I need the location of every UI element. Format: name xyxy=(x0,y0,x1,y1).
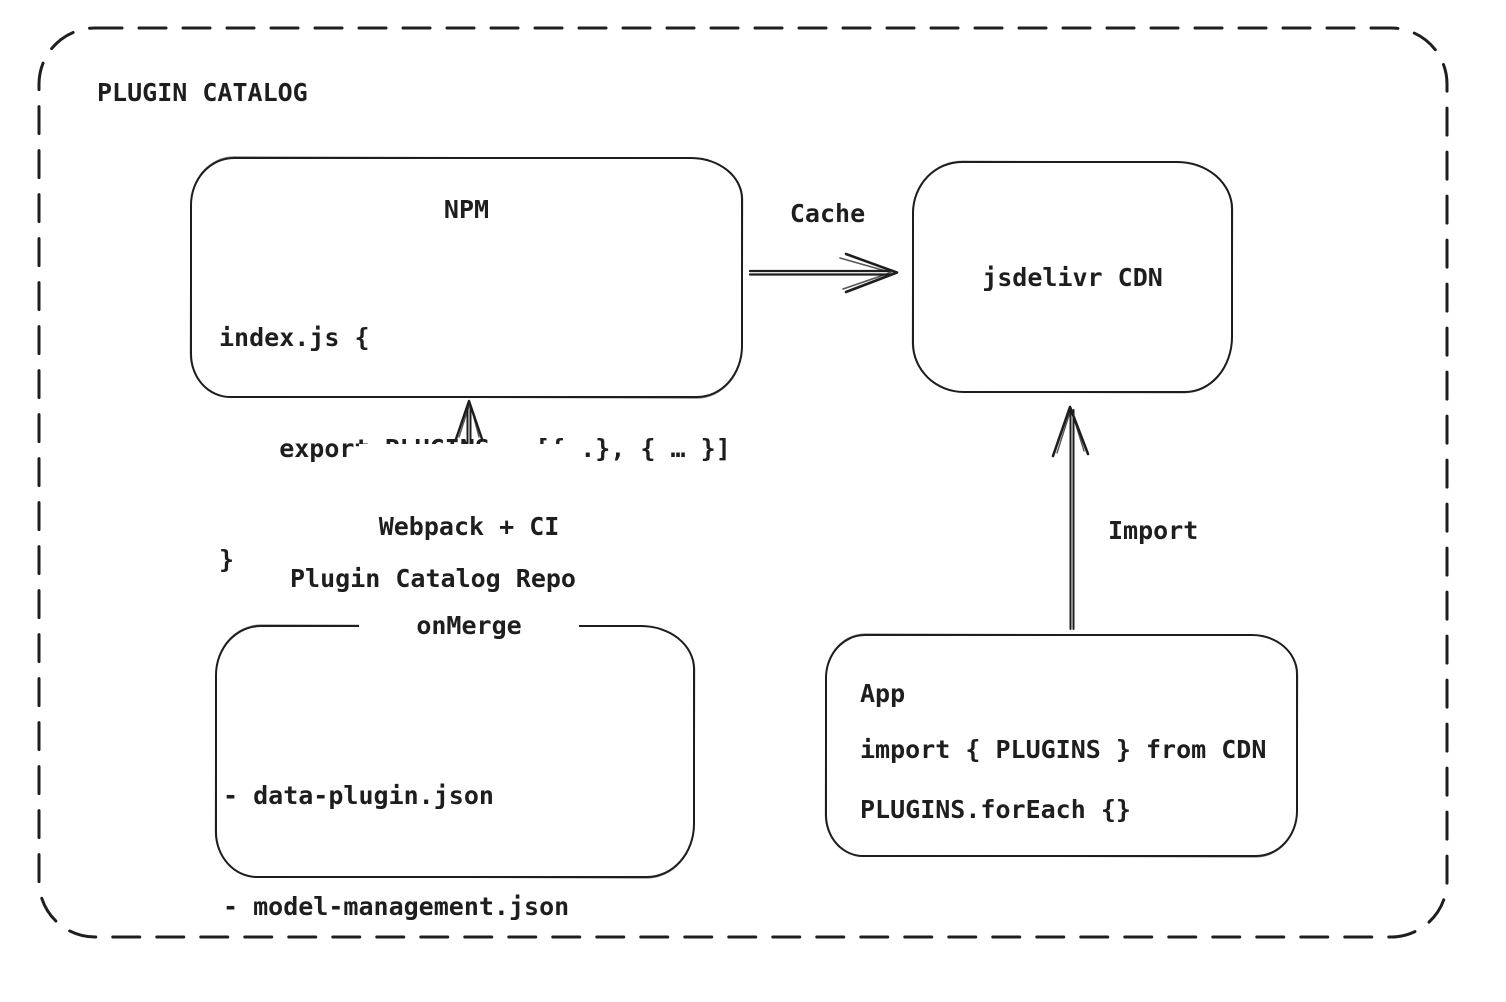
webpack-arrow-label: Webpack + CI onMerge xyxy=(359,444,579,708)
app-code-line: import { PLUGINS } from CDN xyxy=(860,735,1267,764)
repo-file-item: - data-plugin.json xyxy=(223,781,494,810)
npm-code-line: } xyxy=(219,545,235,574)
npm-node-title: NPM xyxy=(443,195,490,224)
cdn-node: jsdelivr CDN xyxy=(912,161,1233,393)
app-node-title: App xyxy=(860,679,906,708)
npm-node: NPM index.js { export PLUGINS = [{..}, {… xyxy=(190,157,743,574)
app-code-line: PLUGINS.forEach {} xyxy=(860,795,1131,824)
cache-arrow xyxy=(748,252,899,294)
app-node: App import { PLUGINS } from CDN PLUGINS.… xyxy=(825,634,1298,857)
npm-code-line: index.js { xyxy=(219,323,370,352)
import-arrow xyxy=(1051,405,1090,630)
import-arrow-label: Import xyxy=(1108,516,1199,545)
cdn-node-label: jsdelivr CDN xyxy=(982,262,1163,292)
webpack-arrow-label-line2: onMerge xyxy=(416,611,522,640)
webpack-arrow-label-line1: Webpack + CI xyxy=(378,512,560,541)
repo-file-item: - model-management.json xyxy=(223,892,570,921)
repo-node-title: Plugin Catalog Repo xyxy=(290,564,576,593)
repo-file-list: - data-plugin.json - model-management.js… xyxy=(223,703,569,1002)
diagram-title: PLUGIN CATALOG xyxy=(97,78,308,107)
catalog-boundary xyxy=(37,26,1449,939)
cache-arrow-label: Cache xyxy=(789,199,866,228)
